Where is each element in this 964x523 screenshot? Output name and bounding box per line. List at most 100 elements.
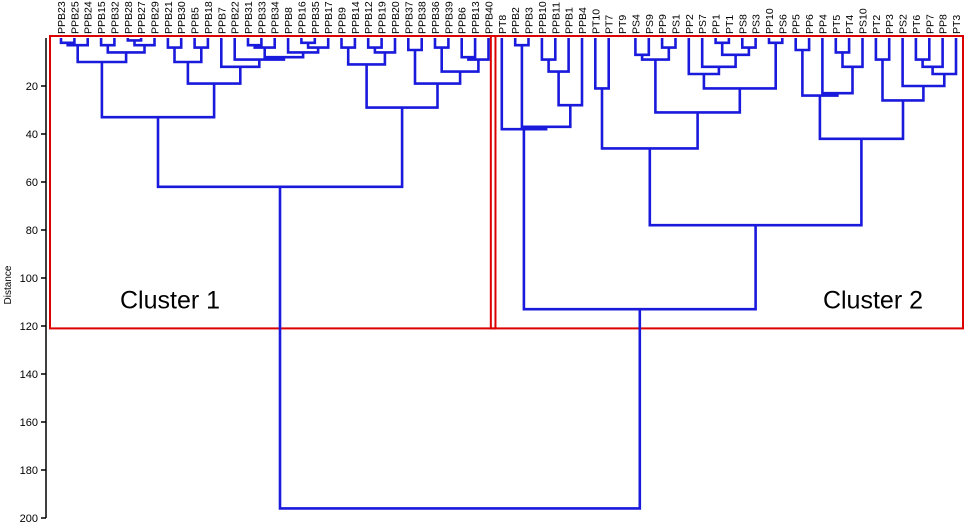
leaf-label-pt5: PT5 [831, 15, 843, 34]
leaf-label-ppb12: PPB12 [363, 1, 375, 34]
leaf-label-pp3: PP3 [884, 14, 896, 34]
leaf-label-ppb2: PPB2 [510, 7, 522, 34]
y-tick-label-140: 140 [20, 369, 38, 381]
merge-link-9 [193, 38, 210, 49]
leaf-label-ps2: PS2 [898, 14, 910, 34]
leaf-label-ppb35: PPB35 [310, 1, 322, 34]
leaf-label-ppb14: PPB14 [350, 1, 362, 34]
merge-link-22 [366, 38, 383, 49]
leaf-label-ppb17: PPB17 [323, 1, 335, 34]
merge-link-52 [794, 38, 811, 52]
merge-link-63 [818, 95, 905, 141]
leaf-label-ppb21: PPB21 [163, 1, 175, 34]
merge-link-13 [300, 38, 317, 45]
y-tick-label-160: 160 [20, 417, 38, 429]
merge-link-65 [522, 129, 757, 311]
leaf-label-ppb30: PPB30 [176, 1, 188, 34]
leaf-label-ppb36: PPB36 [430, 1, 442, 34]
merge-link-20 [100, 62, 216, 119]
leaf-label-pp4: PP4 [817, 14, 829, 34]
leaf-label-ppb4: PPB4 [577, 7, 589, 34]
merge-link-51 [600, 88, 699, 150]
merge-link-1 [59, 38, 76, 45]
leaf-label-pt6: PT6 [911, 15, 923, 34]
leaf-label-pp5: PP5 [791, 14, 803, 34]
leaf-label-ppb1: PPB1 [564, 7, 576, 34]
leaf-label-pt10: PT10 [590, 9, 602, 34]
merge-link-32 [156, 107, 404, 189]
merge-link-31 [365, 64, 439, 109]
y-tick-label-120: 120 [20, 321, 38, 333]
y-tick-label-20: 20 [26, 81, 38, 93]
merge-link-21 [340, 38, 357, 49]
merge-link-57 [874, 38, 891, 61]
merge-link-48 [767, 38, 784, 45]
merge-link-19 [186, 62, 242, 85]
leaf-label-pt1: PT1 [724, 15, 736, 34]
leaf-label-pp6: PP6 [804, 14, 816, 34]
leaf-label-pp1: PP1 [711, 14, 723, 34]
merge-link-39 [594, 38, 610, 90]
merge-link-33 [513, 38, 530, 47]
leaf-label-ppb8: PPB8 [283, 7, 295, 34]
leaf-label-ppb19: PPB19 [377, 1, 389, 34]
merge-link-26 [433, 38, 450, 49]
merge-link-64 [648, 138, 863, 227]
leaf-label-ps3: PS3 [751, 14, 763, 34]
leaf-label-ppb25: PPB25 [69, 1, 81, 34]
cluster-box-1 [49, 35, 497, 330]
y-tick-label-200: 200 [20, 513, 38, 523]
leaf-label-ps10: PS10 [858, 8, 870, 34]
merge-link-30 [413, 50, 462, 85]
leaf-label-pt8: PT8 [497, 15, 509, 34]
leaf-label-ppb33: PPB33 [256, 1, 268, 34]
leaf-label-ppb10: PPB10 [537, 1, 549, 34]
merge-link-53 [834, 38, 851, 54]
merge-link-60 [931, 38, 958, 76]
leaf-label-ppb39: PPB39 [443, 1, 455, 34]
leaf-label-pp8: PP8 [938, 14, 950, 34]
leaf-label-pt4: PT4 [844, 15, 856, 34]
leaf-label-ps6: PS6 [777, 14, 789, 34]
merge-link-43 [714, 38, 731, 45]
merge-link-11 [246, 38, 263, 47]
merge-link-59 [921, 38, 944, 69]
merge-link-3 [99, 38, 116, 47]
dendrogram-branches [59, 38, 958, 510]
leaf-label-ppb3: PPB3 [524, 7, 536, 34]
leaf-label-pt7: PT7 [604, 15, 616, 34]
leaf-label-ppb20: PPB20 [390, 1, 402, 34]
cluster-box-2 [489, 35, 964, 330]
leaf-label-ppb13: PPB13 [470, 1, 482, 34]
leaf-label-ppb31: PPB31 [243, 1, 255, 34]
leaf-label-ppb5: PPB5 [190, 7, 202, 34]
merge-link-34 [540, 38, 557, 61]
leaf-label-ppb23: PPB23 [56, 1, 68, 34]
y-tick-label-40: 40 [26, 129, 38, 141]
leaf-label-ppb7: PPB7 [216, 7, 228, 34]
leaf-label-ppb32: PPB32 [109, 1, 121, 34]
leaf-label-ppb11: PPB11 [550, 2, 562, 34]
leaf-label-pp10: PP10 [764, 8, 776, 34]
leaf-label-ppb37: PPB37 [403, 1, 415, 34]
merge-link-10 [173, 47, 203, 64]
leaf-label-ppb27: PPB27 [136, 1, 148, 34]
leaf-label-ps8: PS8 [737, 14, 749, 34]
cluster-label-1: Cluster 1 [120, 286, 220, 314]
cluster-boxes: Cluster 1 Cluster 2 [49, 35, 964, 330]
merge-link-25 [407, 38, 423, 52]
leaf-label-ppb6: PPB6 [457, 7, 469, 34]
leaf-label-ppb16: PPB16 [296, 1, 308, 34]
y-tick-label-80: 80 [26, 225, 38, 237]
merge-link-18 [220, 38, 261, 69]
cluster-label-2: Cluster 2 [823, 286, 923, 314]
merge-link-56 [801, 50, 839, 97]
y-tick-label-100: 100 [20, 273, 38, 285]
leaf-label-pp7: PP7 [924, 14, 936, 34]
merge-link-58 [914, 38, 931, 61]
leaf-label-ppb40: PPB40 [484, 1, 496, 34]
leaf-label-ppb34: PPB34 [270, 1, 282, 34]
